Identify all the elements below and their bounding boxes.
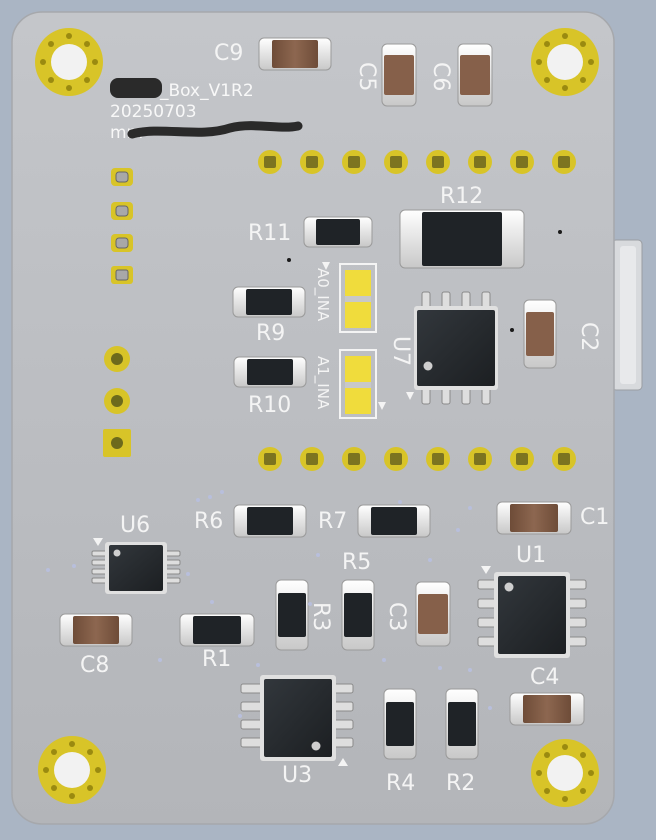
resistor-r10 (233, 356, 307, 388)
mounting-hole-bottom-right (531, 739, 599, 807)
header-pin (300, 150, 324, 174)
cap-c3 (415, 581, 451, 647)
ic-u7 (406, 291, 498, 405)
ic-u6 (91, 538, 181, 594)
board-date-text: 20250703 (110, 102, 197, 122)
header-pin (426, 150, 450, 174)
label-r2: R2 (446, 771, 475, 796)
label-r7: R7 (318, 509, 347, 534)
resistor-r11 (303, 216, 373, 248)
label-r1: R1 (202, 647, 231, 672)
cap-c4 (509, 692, 585, 726)
header-pin (384, 447, 408, 471)
cap-c9 (258, 37, 332, 71)
cap-c6 (457, 43, 493, 107)
resistor-r3 (275, 579, 309, 651)
resistor-r9 (232, 286, 306, 318)
label-c6: C6 (428, 62, 453, 91)
cap-c5 (381, 43, 417, 107)
header-pin (342, 150, 366, 174)
redaction-scribble (127, 121, 303, 139)
board-author-text: mm (110, 123, 143, 143)
label-c3: C3 (384, 602, 409, 631)
jumper-a1-ina (339, 349, 377, 419)
header-left-upper (111, 168, 133, 284)
mounting-hole-bottom-left (38, 736, 106, 804)
header-bottom-pins (258, 447, 576, 471)
label-r12: R12 (440, 184, 483, 209)
vias (46, 490, 492, 718)
label-a1-ina: A1_INA (313, 356, 332, 410)
resistor-r1 (179, 613, 255, 647)
header-pin (552, 447, 576, 471)
jumper-a0-ina (339, 263, 377, 333)
label-u6: U6 (120, 513, 150, 538)
header-left-lower (103, 346, 131, 457)
cap-c2 (523, 299, 557, 369)
label-u7: U7 (388, 336, 413, 366)
label-r4: R4 (386, 771, 415, 796)
header-pin (468, 150, 492, 174)
header-pin (258, 150, 282, 174)
resistor-r6 (233, 504, 307, 538)
mounting-hole-top-right (531, 28, 599, 96)
label-r11: R11 (248, 221, 291, 246)
board-name-text: _Box_V1R2 (159, 81, 254, 101)
label-u1: U1 (516, 543, 546, 568)
mounting-hole-top-left (35, 28, 103, 96)
label-r9: R9 (256, 321, 285, 346)
header-pin (342, 447, 366, 471)
header-top-pins (258, 150, 576, 174)
label-c9: C9 (214, 41, 243, 66)
header-pin (426, 447, 450, 471)
ic-u1 (477, 566, 587, 658)
header-pin (258, 447, 282, 471)
resistor-r4 (383, 688, 417, 760)
cap-c8 (59, 613, 133, 647)
label-c5: C5 (354, 62, 379, 91)
label-r6: R6 (194, 509, 223, 534)
resistor-r2 (445, 688, 479, 760)
label-u3: U3 (282, 763, 312, 788)
redaction-mark (110, 78, 162, 98)
label-a0-ina: A0_INA (313, 268, 332, 322)
label-c1: C1 (580, 505, 609, 530)
cap-c1 (496, 501, 572, 535)
header-pin (468, 447, 492, 471)
header-pin (384, 150, 408, 174)
header-pin (552, 150, 576, 174)
label-c4: C4 (530, 665, 559, 690)
ic-u3 (240, 675, 354, 766)
label-c2: C2 (576, 322, 601, 351)
label-c8: C8 (80, 653, 109, 678)
resistor-r5 (341, 579, 375, 651)
label-r10: R10 (248, 393, 291, 418)
resistor-r7 (357, 504, 431, 538)
resistor-r12 (399, 209, 525, 269)
header-pin (510, 447, 534, 471)
label-r5: R5 (342, 550, 371, 575)
label-r3: R3 (308, 602, 333, 631)
header-pin (510, 150, 534, 174)
header-pin (300, 447, 324, 471)
